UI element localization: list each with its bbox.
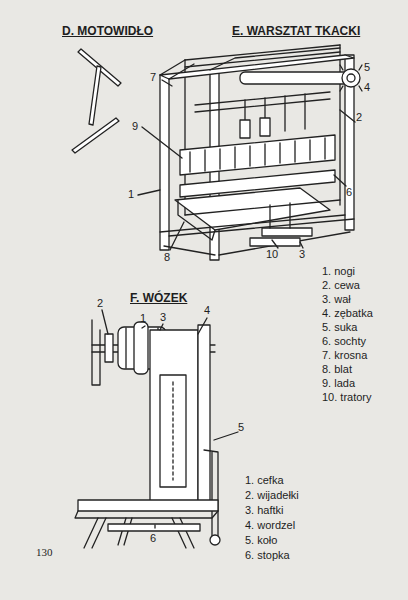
legend-item: 7. krosna bbox=[322, 350, 367, 361]
section-heading: E. WARSZTAT TKACKI bbox=[232, 25, 360, 37]
legend-item: 10. tratory bbox=[322, 392, 372, 403]
legend-item: 2. wijadełki bbox=[245, 490, 299, 501]
callout-number: 9 bbox=[132, 121, 138, 132]
legend-item: 5. koło bbox=[245, 535, 277, 546]
legend-item: 9. lada bbox=[322, 378, 355, 389]
page-number: 130 bbox=[36, 547, 53, 558]
callout-number: 1 bbox=[128, 189, 134, 200]
callout-number: 4 bbox=[204, 305, 210, 316]
callout-number: 6 bbox=[150, 533, 156, 544]
legend-item: 8. blat bbox=[322, 364, 352, 375]
section-heading: F. WÓZEK bbox=[130, 292, 187, 304]
callout-number: 1 bbox=[140, 313, 146, 324]
section-heading: D. MOTOWIDŁO bbox=[62, 25, 153, 37]
legend-item: 4. wordzel bbox=[245, 520, 295, 531]
legend-item: 1. cefka bbox=[245, 475, 284, 486]
loom bbox=[138, 45, 362, 260]
callout-number: 3 bbox=[160, 312, 166, 323]
callout-number: 7 bbox=[150, 72, 156, 83]
legend-item: 6. stopka bbox=[245, 550, 290, 561]
legend-item: 6. sochty bbox=[322, 336, 366, 347]
callout-number: 5 bbox=[238, 422, 244, 433]
callout-number: 2 bbox=[356, 112, 362, 123]
legend-item: 3. wał bbox=[322, 294, 351, 305]
legend-item: 1. nogi bbox=[322, 266, 355, 277]
callout-number: 6 bbox=[346, 187, 352, 198]
legend-item: 5. suka bbox=[322, 322, 357, 333]
spool-winder bbox=[75, 310, 238, 548]
callout-number: 8 bbox=[164, 252, 170, 263]
legend-item: 3. haftki bbox=[245, 505, 284, 516]
callout-number: 3 bbox=[299, 249, 305, 260]
callout-number: 5 bbox=[364, 62, 370, 73]
niddy-noddy bbox=[72, 49, 121, 153]
callout-number: 4 bbox=[364, 82, 370, 93]
callout-number: 2 bbox=[97, 298, 103, 309]
legend-item: 4. zębatka bbox=[322, 308, 373, 319]
legend-item: 2. cewa bbox=[322, 280, 360, 291]
callout-number: 10 bbox=[266, 249, 278, 260]
